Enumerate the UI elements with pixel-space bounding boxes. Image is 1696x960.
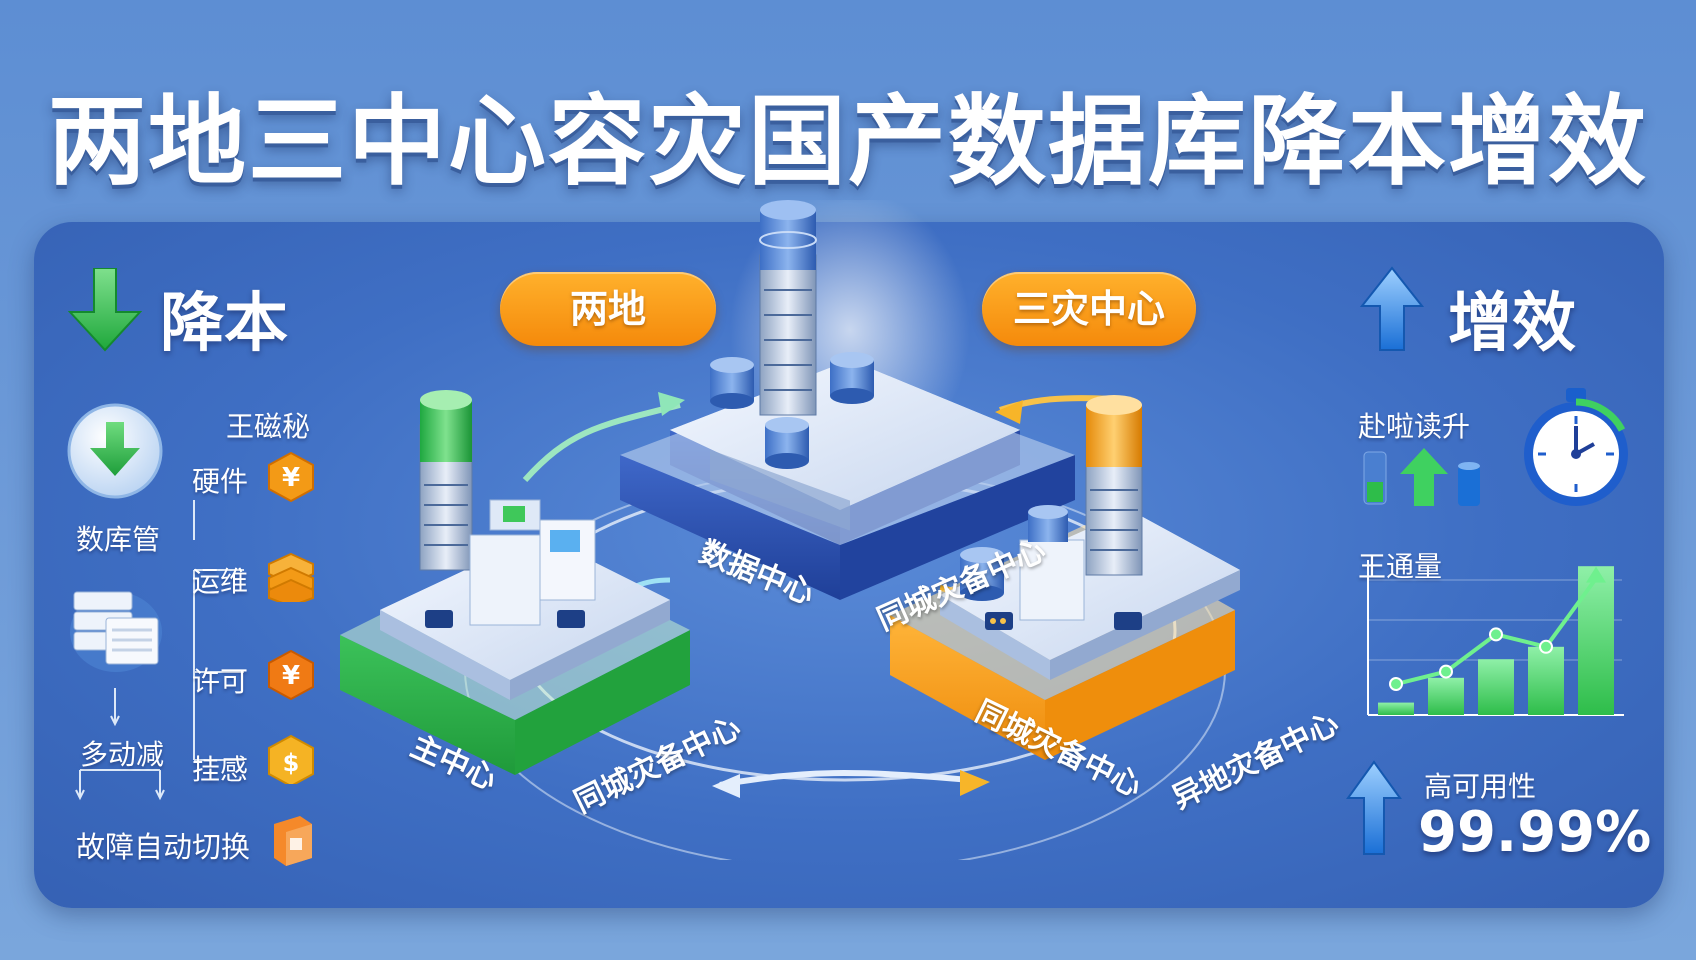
speed-bars-icon	[1363, 448, 1480, 506]
chart-point	[1389, 677, 1403, 691]
cost-item-ops-label: 运维	[192, 565, 249, 598]
availability-value: 99.99%	[1418, 800, 1652, 865]
yen-coin-icon: ¥	[268, 650, 314, 700]
pill-two-locations: 两地	[500, 272, 716, 346]
up-arrow-icon	[1360, 266, 1424, 351]
stopwatch-icon	[1524, 388, 1628, 506]
chart-bar	[1428, 677, 1464, 715]
coin-glyph: $	[283, 749, 300, 777]
cost-reduction-heading: 降本	[160, 287, 288, 361]
chart-point	[1489, 627, 1503, 642]
pill-three-centers: 三灾中心	[982, 272, 1196, 346]
chart-point	[1539, 639, 1553, 654]
up-arrow-icon	[1346, 760, 1402, 855]
throughput-chart	[1367, 560, 1624, 716]
disaster-recovery-diagram	[340, 200, 1240, 860]
offsite-center-right	[890, 395, 1240, 760]
coin-glyph: ¥	[282, 661, 300, 691]
dollar-coin-icon: $	[268, 734, 314, 784]
yen-coin-icon: ¥	[268, 452, 314, 502]
efficiency-heading: 增效	[1448, 287, 1576, 361]
page-title: 两地三中心容灾国产数据库降本增效	[47, 85, 1648, 199]
reduction-label: 多动减	[80, 738, 165, 771]
chart-bar	[1578, 566, 1614, 715]
sync-arrow-icon	[719, 770, 971, 788]
primary-center-left	[340, 390, 690, 775]
download-badge-icon	[67, 403, 163, 499]
availability-label: 高可用性	[1424, 770, 1537, 803]
cost-item-other-label: 挂感	[192, 753, 249, 786]
cost-item-hardware-label: 硬件	[192, 465, 249, 498]
sync-arrow-icon	[522, 402, 681, 483]
cost-item-license-label: 许可	[192, 665, 249, 698]
coin-glyph: ¥	[282, 463, 300, 493]
db-management-label: 数库管	[76, 523, 161, 556]
down-arrow-icon	[68, 268, 142, 352]
chart-bar	[1378, 702, 1414, 715]
cost-tree-connectors	[75, 500, 244, 801]
coin-stack-icon	[268, 552, 314, 602]
chart-bar	[1528, 646, 1564, 715]
cube-icon	[274, 816, 312, 866]
chart-bar	[1478, 659, 1514, 715]
data-center-top	[620, 200, 1075, 600]
throughput-label: 王通量	[1358, 550, 1443, 583]
failover-label: 故障自动切换	[76, 830, 251, 864]
chart-trend-arrowhead	[1586, 566, 1606, 583]
cost-category-label: 王磁秘	[226, 410, 311, 443]
server-stack-icon	[70, 591, 162, 672]
speed-label: 赴啦读升	[1358, 410, 1471, 443]
chart-point	[1439, 664, 1453, 679]
